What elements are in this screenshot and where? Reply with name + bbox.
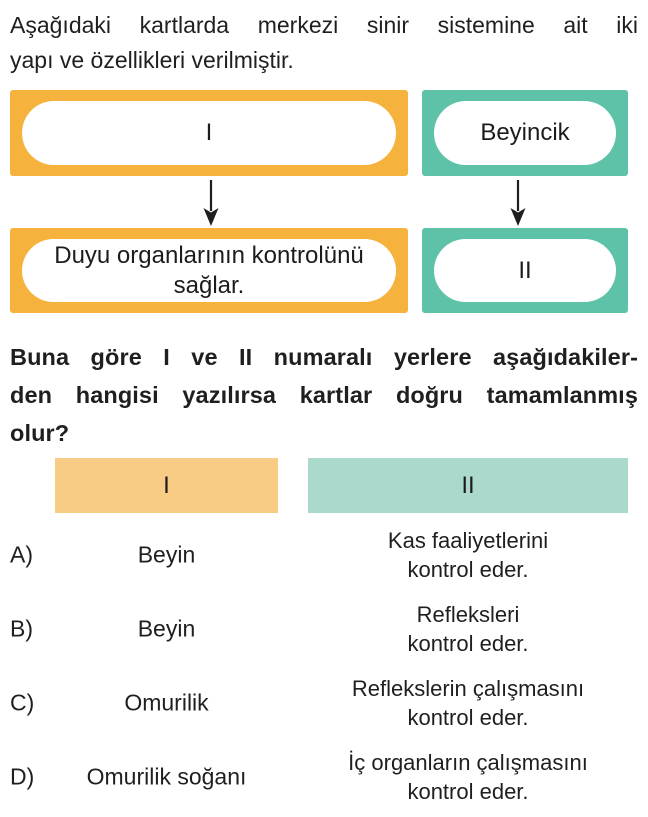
question-text: Buna göre I ve II numaralı yerlere aşağı… [10, 338, 638, 452]
option-function: Kas faaliyetlerini kontrol eder. [387, 528, 549, 582]
option-function: Refleksleri kontrol eder. [407, 602, 529, 656]
intro-line-2: yapı ve özellikleri verilmiştir. [10, 47, 294, 73]
option-letter: A) [10, 541, 33, 568]
card-structure-beyincik-label: Beyincik [434, 101, 616, 165]
card-function-duyu: Duyu organlarının kontrolünü sağlar. [10, 228, 408, 313]
option-structure: Beyin [137, 541, 196, 568]
intro-line-1: Aşağıdaki kartlarda merkezi sinir sistem… [10, 12, 638, 38]
table-header-ii: II [308, 458, 628, 513]
option-row-c[interactable]: C) Omurilik Reflekslerin çalışmasını kon… [0, 666, 648, 740]
option-row-d[interactable]: D) Omurilik soğanı İç organların çalışma… [0, 740, 648, 814]
card-structure-i-label: I [22, 101, 396, 165]
option-function: İç organların çalışmasını kontrol eder. [348, 750, 588, 804]
question-line-1: Buna göre I ve II numaralı yerlere aşağı… [10, 344, 638, 370]
option-row-b[interactable]: B) Beyin Refleksleri kontrol eder. [0, 592, 648, 666]
card-function-duyu-label: Duyu organlarının kontrolünü sağlar. [22, 239, 396, 302]
question-line-3: olur? [10, 420, 70, 446]
arrow-down-icon [203, 180, 219, 226]
option-structure: Omurilik [124, 689, 209, 716]
option-structure: Beyin [137, 615, 196, 642]
card-function-ii: II [422, 228, 628, 313]
option-letter: D) [10, 763, 35, 790]
option-letter: B) [10, 615, 33, 642]
question-line-2: den hangisi yazılırsa kartlar doğru tama… [10, 382, 638, 408]
arrow-down-icon [510, 180, 526, 226]
card-structure-beyincik: Beyincik [422, 90, 628, 176]
card-structure-i: I [10, 90, 408, 176]
table-header-i: I [55, 458, 278, 513]
option-function: Reflekslerin çalışmasını kontrol eder. [351, 676, 585, 730]
card-function-ii-label: II [434, 239, 616, 302]
intro-text: Aşağıdaki kartlarda merkezi sinir sistem… [10, 8, 638, 78]
option-structure: Omurilik soğanı [86, 763, 247, 790]
options-list: A) Beyin Kas faaliyetlerini kontrol eder… [0, 518, 648, 814]
option-row-a[interactable]: A) Beyin Kas faaliyetlerini kontrol eder… [0, 518, 648, 592]
option-letter: C) [10, 689, 35, 716]
